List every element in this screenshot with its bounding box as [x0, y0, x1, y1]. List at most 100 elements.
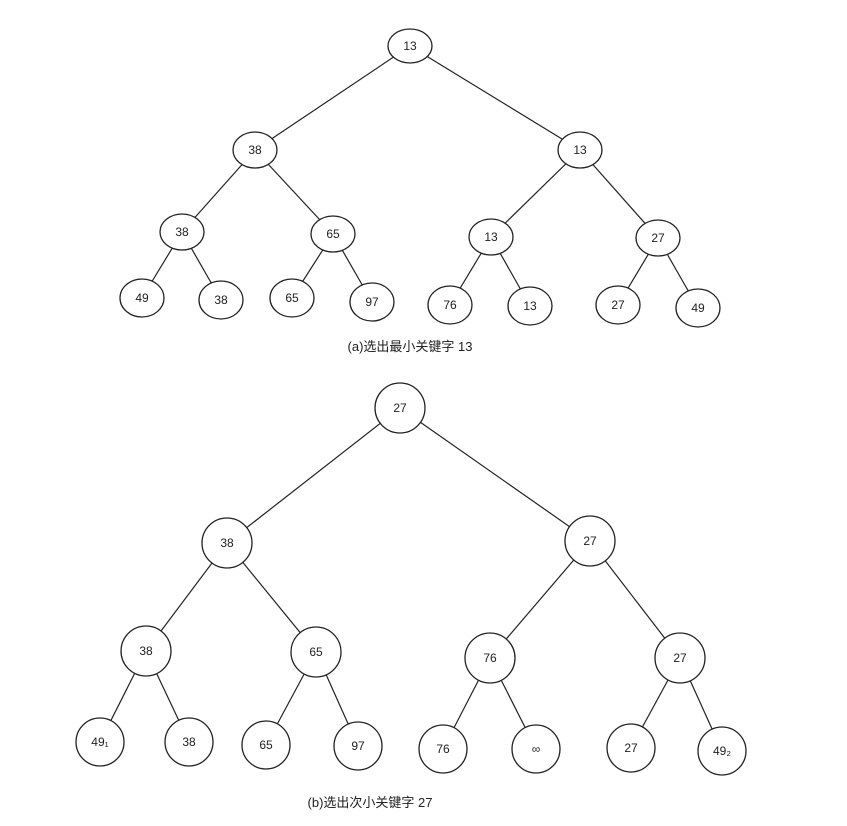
tree-node: 38 [198, 280, 244, 320]
node-value: 27 [583, 534, 597, 548]
tree-node: 49₂ [697, 726, 747, 776]
node-circle [164, 717, 214, 767]
node-circle [697, 726, 747, 776]
tree-node: 13 [557, 131, 603, 169]
node-circle [606, 723, 656, 773]
node-value: 27 [673, 651, 687, 665]
node-value: 13 [484, 230, 498, 244]
node-circle [427, 285, 473, 325]
node-value: 27 [393, 401, 407, 415]
node-value: 76 [443, 298, 457, 312]
tree-edge [409, 45, 581, 151]
node-value: 65 [259, 738, 273, 752]
node-circle [557, 131, 603, 169]
node-value: 13 [573, 143, 587, 157]
tree-node: 38 [232, 131, 278, 169]
tree-b: 27 38 27 38 65 76 27 49₁ 38 65 97 76 ∞ 27 49₂ [75, 382, 747, 776]
tree-node: 27 [374, 382, 426, 434]
node-circle [232, 131, 278, 169]
node-circle [468, 218, 514, 256]
node-circle [635, 219, 681, 257]
node-circle [241, 720, 291, 770]
node-value: 49 [135, 291, 149, 305]
node-value: 65 [326, 227, 340, 241]
tree-node: 49 [675, 288, 721, 328]
tree-node: 76 [418, 724, 468, 774]
tree-node: 38 [159, 213, 205, 251]
tree-node: 65 [269, 278, 315, 318]
node-circle [349, 282, 395, 322]
node-value: 27 [651, 231, 665, 245]
tree-edge [254, 45, 411, 151]
node-value: 38 [182, 735, 196, 749]
node-circle [290, 626, 342, 678]
node-value: 38 [139, 644, 153, 658]
tree-edge [490, 149, 581, 238]
node-circle [511, 724, 561, 774]
tree-node: 13 [387, 28, 433, 64]
node-circle [507, 286, 553, 326]
tree-edge [226, 407, 401, 544]
node-value: 76 [483, 651, 497, 665]
tree-node: 27 [564, 515, 616, 567]
node-circle [201, 517, 253, 569]
tree-node: 49₁ [75, 717, 125, 767]
node-value: 38 [220, 536, 234, 550]
node-value: 49₂ [713, 744, 731, 758]
node-value: 65 [309, 645, 323, 659]
node-value: 38 [175, 225, 189, 239]
node-circle [387, 28, 433, 64]
caption-a: (a)选出最小关键字 13 [347, 339, 473, 354]
caption-b: (b)选出次小关键字 27 [307, 795, 433, 810]
tree-node: 65 [241, 720, 291, 770]
tree-node: 27 [595, 285, 641, 325]
node-circle [654, 632, 706, 684]
node-circle [198, 280, 244, 320]
node-value: 13 [403, 39, 417, 53]
node-circle [310, 215, 356, 253]
tree-node: 97 [349, 282, 395, 322]
node-value: 27 [624, 741, 638, 755]
tree-node: 65 [310, 215, 356, 253]
node-value: 97 [351, 739, 365, 753]
tree-edge [399, 407, 591, 542]
node-circle [564, 515, 616, 567]
tree-node: 97 [333, 721, 383, 771]
tree-node: 76 [427, 285, 473, 325]
node-circle [120, 625, 172, 677]
node-circle [675, 288, 721, 328]
node-circle [269, 278, 315, 318]
node-value: ∞ [532, 742, 541, 756]
node-circle [464, 632, 516, 684]
tree-node: 13 [507, 286, 553, 326]
tree-node: 38 [120, 625, 172, 677]
node-value: 65 [285, 291, 299, 305]
node-value: 76 [436, 742, 450, 756]
node-circle [374, 382, 426, 434]
node-value: 49₁ [91, 735, 108, 749]
tree-a: 13 38 13 38 65 13 27 49 38 65 97 76 13 27 49 [119, 28, 721, 328]
node-value: 27 [611, 298, 625, 312]
tree-node: 27 [654, 632, 706, 684]
node-value: 38 [214, 293, 228, 307]
tree-node: 13 [468, 218, 514, 256]
node-value: 13 [523, 299, 537, 313]
node-circle [119, 278, 165, 318]
node-circle [333, 721, 383, 771]
tree-edge [489, 540, 591, 659]
node-value: 97 [365, 295, 379, 309]
tree-node: 76 [464, 632, 516, 684]
node-circle [75, 717, 125, 767]
node-value: 49 [691, 301, 705, 315]
node-circle [595, 285, 641, 325]
node-value: 38 [248, 143, 262, 157]
tree-node: 27 [635, 219, 681, 257]
tree-node: 49 [119, 278, 165, 318]
tree-node: 38 [201, 517, 253, 569]
tree-node: ∞ [511, 724, 561, 774]
tree-node: 65 [290, 626, 342, 678]
node-circle [159, 213, 205, 251]
tree-node: 38 [164, 717, 214, 767]
node-circle [418, 724, 468, 774]
